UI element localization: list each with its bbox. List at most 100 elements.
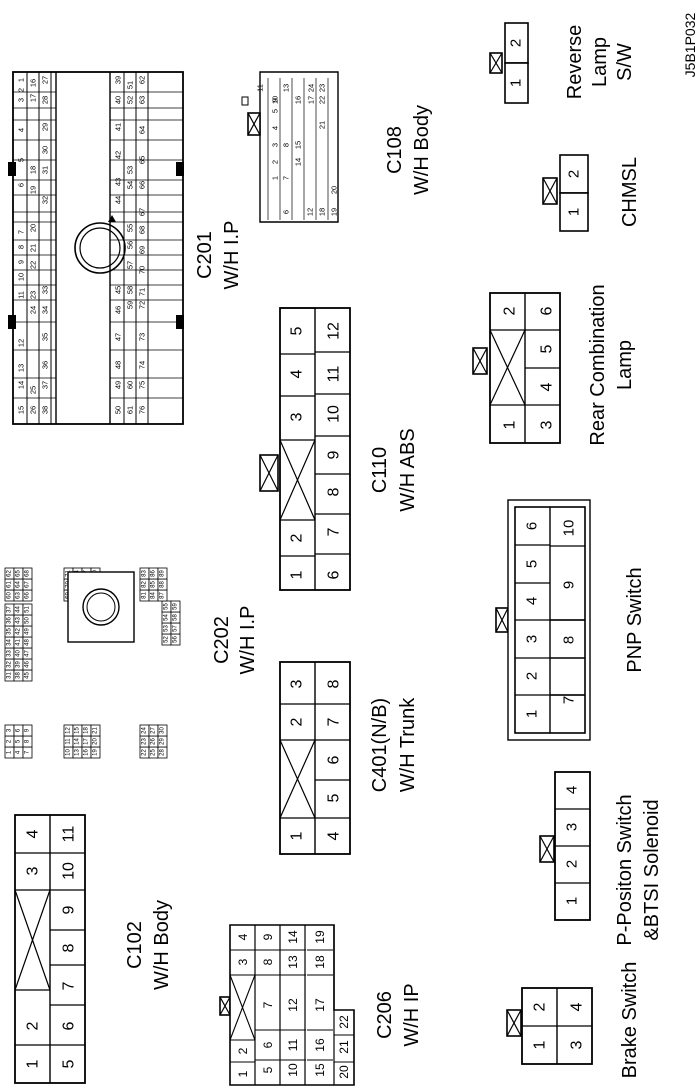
key-cross-line <box>279 439 316 521</box>
pin-number: 6 <box>539 306 556 315</box>
connector-c201-name: C201 <box>194 231 216 279</box>
pin-number: 23 <box>142 738 148 745</box>
pin-number: 14 <box>75 738 81 745</box>
p-position-switch-label: P-Positon Switch <box>614 794 636 945</box>
pin-number: 10 <box>61 862 78 880</box>
latch-tab <box>241 96 249 106</box>
pin-number: 31 <box>7 672 13 679</box>
pin-number: 9 <box>271 98 280 102</box>
pin-number: 50 <box>25 617 31 624</box>
pin-number: 57 <box>173 625 179 632</box>
pin-number: 6 <box>261 1041 275 1048</box>
pin-number: 61 <box>126 406 135 414</box>
pin-number: 18 <box>318 208 327 216</box>
key-cross-line <box>14 889 51 991</box>
pin-number: 22 <box>29 261 38 269</box>
connector-c201-harness: W/H I.P <box>221 221 243 290</box>
p-position-switch-label: &BTSI Solenoid <box>641 799 663 940</box>
pin-number: 1 <box>566 208 583 216</box>
pin-number: 36 <box>41 361 50 369</box>
pin-number: 2 <box>566 170 583 178</box>
pin-number: 14 <box>17 381 26 389</box>
key-cross-line <box>489 52 503 74</box>
pin-number: 16 <box>29 79 38 87</box>
pin-number: 4 <box>524 597 541 605</box>
pin-number: 7 <box>282 176 291 180</box>
pin-number: 29 <box>160 738 166 745</box>
key-cross-line <box>229 974 256 1041</box>
pin-number: 8 <box>326 487 343 496</box>
pin-number: 6 <box>17 183 26 187</box>
pin-number: 20 <box>330 186 339 194</box>
pin-number: 6 <box>16 728 22 732</box>
pin-number: 67 <box>25 581 31 588</box>
pin-number: 13 <box>17 364 26 372</box>
pin-number: 7 <box>61 981 78 990</box>
key-cross-line <box>259 454 279 492</box>
locking-ring-icon <box>74 222 126 274</box>
pin-number: 7 <box>326 717 343 726</box>
pin-number: 1 <box>271 176 280 180</box>
pin-number: 25 <box>151 749 157 756</box>
pin-number: 51 <box>126 81 135 89</box>
mount-tab <box>8 315 16 329</box>
pin-number: 42 <box>114 151 123 159</box>
pin-number: 83 <box>142 570 148 577</box>
pin-number: 13 <box>286 955 300 969</box>
pin-number: 7 <box>25 750 31 754</box>
pin-number: 50 <box>114 406 123 414</box>
pin-number: 8 <box>326 679 343 688</box>
key-cell <box>472 347 488 375</box>
pin-number: 11 <box>286 1038 300 1051</box>
pin-number: 26 <box>151 738 157 745</box>
pin-number: 34 <box>41 306 50 314</box>
pin-number: 5 <box>524 560 541 568</box>
pin-number: 1 <box>524 710 541 718</box>
pin-number: 49 <box>25 628 31 635</box>
pin-number: 9 <box>17 260 26 264</box>
pin-number: 17 <box>307 96 316 104</box>
pin-number: 9 <box>561 581 578 589</box>
pin-number: 3 <box>524 635 541 643</box>
pin-number: 15 <box>294 141 303 149</box>
pin-number: 18 <box>313 955 327 969</box>
connector-c401-name: C401(N/B) <box>369 698 391 792</box>
pin-number: 22 <box>142 749 148 756</box>
brake-switch-label: Brake Switch <box>619 962 641 1079</box>
pin-cell <box>170 600 181 613</box>
pin-number: 61 <box>7 581 13 588</box>
pin-number: 4 <box>326 831 343 840</box>
pin-number: 3 <box>7 728 13 732</box>
pin-number: 43 <box>114 178 123 186</box>
locking-ring-icon <box>79 227 121 269</box>
pin-number: 45 <box>25 672 31 679</box>
pin-number: 11 <box>61 826 78 843</box>
pin-number: 14 <box>294 158 303 166</box>
pin-number: 20 <box>29 224 38 232</box>
pin-number: 89 <box>160 570 166 577</box>
pin-number: 64 <box>16 581 22 588</box>
key-cell <box>247 112 261 136</box>
pin-number: 2 <box>289 717 306 726</box>
pin-number: 2 <box>508 39 525 47</box>
pin-number: 7 <box>326 527 343 536</box>
pin-number: 12 <box>17 339 26 347</box>
pin-number: 41 <box>16 639 22 646</box>
connector-c401-harness: W/H Trunk <box>397 697 419 792</box>
pin-number: 1 <box>25 1059 42 1068</box>
chmsl-label: CHMSL <box>619 157 641 227</box>
pin-number: 27 <box>151 727 157 734</box>
pin-number: 4 <box>564 786 581 794</box>
pin-number: 29 <box>41 123 50 131</box>
pin-number: 7 <box>261 1001 275 1008</box>
pin-number: 60 <box>7 592 13 599</box>
pin-number: 1 <box>289 570 306 579</box>
pin-number: 11 <box>326 366 343 383</box>
pin-number: 11 <box>66 738 72 745</box>
pin-number: 58 <box>173 614 179 621</box>
